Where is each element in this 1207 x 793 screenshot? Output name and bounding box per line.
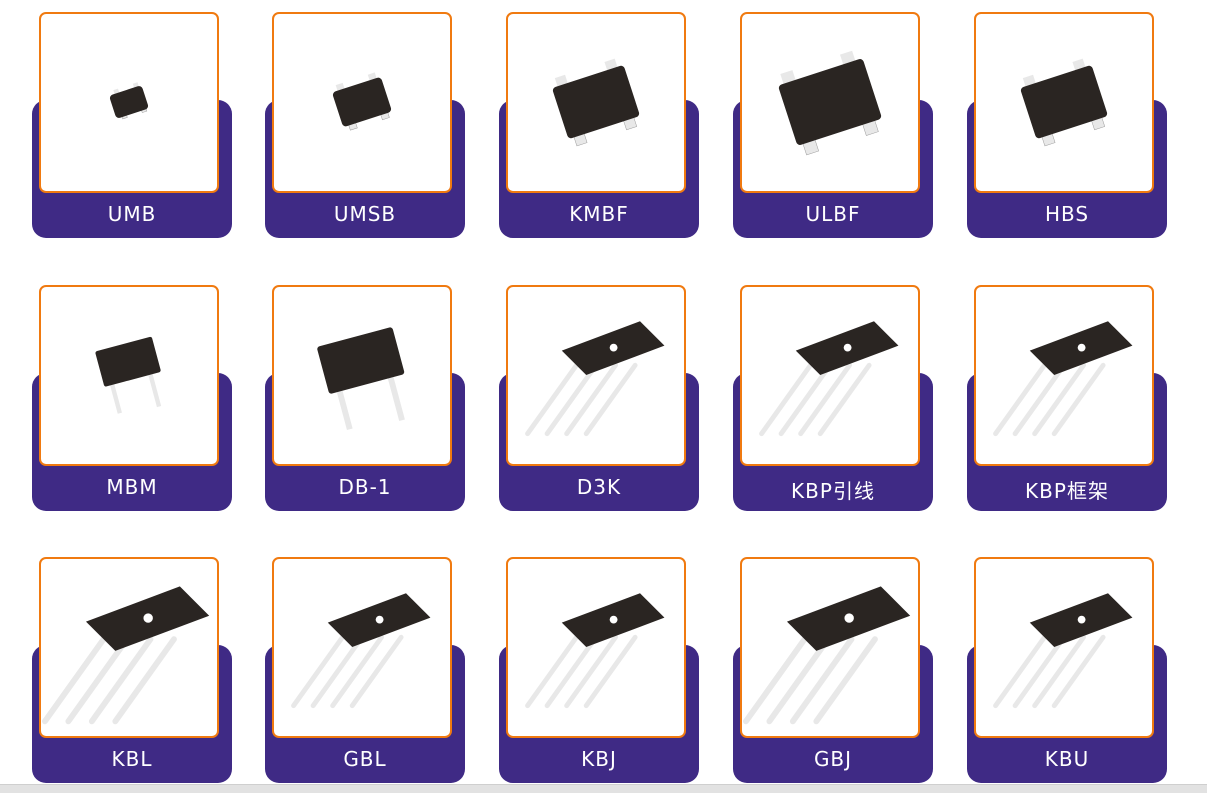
product-card[interactable]: UMB — [32, 12, 232, 238]
bridge-rectifier-icon — [778, 50, 882, 156]
horizontal-scrollbar[interactable] — [0, 784, 1207, 793]
product-card[interactable]: KBL — [32, 557, 232, 783]
product-image[interactable] — [506, 285, 686, 466]
bridge-rectifier-icon — [993, 321, 1133, 437]
product-image[interactable] — [39, 557, 219, 738]
product-label[interactable]: KBP框架 — [1025, 479, 1109, 503]
product-card[interactable]: KBP引线 — [733, 285, 933, 511]
bridge-rectifier-icon — [317, 327, 405, 430]
product-label[interactable]: D3K — [576, 475, 622, 499]
bridge-rectifier-icon — [993, 593, 1133, 709]
product-card[interactable]: GBL — [265, 557, 465, 783]
product-image[interactable] — [740, 285, 920, 466]
product-card[interactable]: KBJ — [499, 557, 699, 783]
product-image[interactable] — [39, 12, 219, 193]
product-card[interactable]: KMBF — [499, 12, 699, 238]
product-label[interactable]: ULBF — [805, 202, 861, 226]
product-label[interactable]: KBU — [1044, 747, 1090, 771]
product-label[interactable]: KMBF — [569, 202, 629, 226]
bridge-rectifier-icon — [291, 593, 431, 709]
bridge-rectifier-icon — [525, 321, 665, 437]
product-card[interactable]: MBM — [32, 285, 232, 511]
product-card[interactable]: KBP框架 — [967, 285, 1167, 511]
product-image[interactable] — [974, 285, 1154, 466]
product-image[interactable] — [272, 12, 452, 193]
product-image[interactable] — [506, 12, 686, 193]
product-label[interactable]: KBP引线 — [791, 479, 875, 503]
product-label[interactable]: KBL — [111, 747, 153, 771]
bridge-rectifier-icon — [95, 336, 162, 414]
product-image[interactable] — [740, 557, 920, 738]
product-card[interactable]: KBU — [967, 557, 1167, 783]
product-card[interactable]: GBJ — [733, 557, 933, 783]
product-image[interactable] — [506, 557, 686, 738]
bridge-rectifier-icon — [109, 82, 149, 120]
product-card[interactable]: D3K — [499, 285, 699, 511]
product-image[interactable] — [974, 557, 1154, 738]
product-label[interactable]: GBL — [343, 747, 387, 771]
product-image[interactable] — [974, 12, 1154, 193]
bridge-rectifier-icon — [332, 72, 392, 131]
product-label[interactable]: GBJ — [813, 747, 853, 771]
product-label[interactable]: HBS — [1044, 202, 1090, 226]
product-card[interactable]: ULBF — [733, 12, 933, 238]
bridge-rectifier-icon — [41, 586, 210, 725]
bridge-rectifier-icon — [1020, 58, 1108, 147]
product-image[interactable] — [272, 557, 452, 738]
product-image[interactable] — [740, 12, 920, 193]
product-label[interactable]: KBJ — [581, 747, 617, 771]
product-label[interactable]: UMB — [107, 202, 157, 226]
product-label[interactable]: UMSB — [333, 202, 397, 226]
product-card[interactable]: HBS — [967, 12, 1167, 238]
product-image[interactable] — [39, 285, 219, 466]
bridge-rectifier-icon — [525, 593, 665, 709]
product-label[interactable]: MBM — [106, 475, 158, 499]
product-card[interactable]: DB-1 — [265, 285, 465, 511]
product-card[interactable]: UMSB — [265, 12, 465, 238]
bridge-rectifier-icon — [742, 586, 911, 725]
bridge-rectifier-icon — [759, 321, 899, 437]
bridge-rectifier-icon — [552, 58, 640, 147]
product-label[interactable]: DB-1 — [338, 475, 392, 499]
product-image[interactable] — [272, 285, 452, 466]
